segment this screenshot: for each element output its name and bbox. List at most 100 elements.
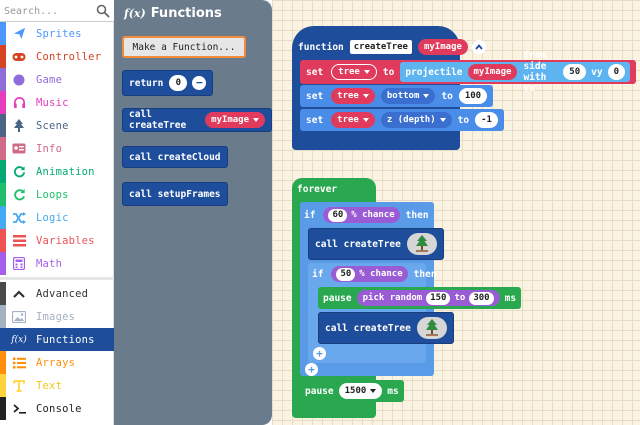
category-info[interactable]: Info <box>0 137 114 160</box>
pick-random-reporter[interactable]: pick random 150 to 300 <box>356 290 500 306</box>
category-loops[interactable]: Loops <box>0 183 114 206</box>
vx-field[interactable]: 50 <box>563 64 587 80</box>
call-createTree-statement[interactable]: call createTree <box>318 312 454 344</box>
category-label: Console <box>36 402 82 415</box>
random-max-field[interactable]: 300 <box>469 291 494 305</box>
var-dropdown[interactable]: tree <box>331 64 377 80</box>
call-createCloud-block[interactable]: call createCloud <box>122 146 228 168</box>
param-myImage[interactable]: myImage <box>417 39 468 55</box>
list-icon <box>12 234 26 248</box>
block-label: to <box>457 114 470 126</box>
id-card-icon <box>12 142 26 156</box>
block-label: call createTree <box>315 238 401 250</box>
category-label: Text <box>36 379 63 392</box>
set-projectile-block[interactable]: set tree to projectile myImage from side… <box>300 50 636 94</box>
chevron-down-icon <box>370 389 377 393</box>
if-header: if 50 % chance then <box>308 264 441 284</box>
tree-icon <box>12 118 26 133</box>
remove-value-icon[interactable]: − <box>192 76 207 90</box>
category-scene[interactable]: Scene <box>0 114 114 137</box>
block-label: pick random <box>362 293 423 303</box>
add-branch-icon[interactable]: + <box>313 347 326 360</box>
chevron-up-icon[interactable] <box>471 40 486 54</box>
category-text[interactable]: Text <box>0 374 114 397</box>
loop-icon <box>12 188 26 202</box>
block-label: then <box>413 268 437 280</box>
search-icon[interactable] <box>96 4 110 18</box>
property-dropdown[interactable]: z (depth) <box>380 112 452 128</box>
chevron-down-icon <box>362 118 369 122</box>
flyout-title: Functions <box>150 6 222 21</box>
vy-field[interactable]: 0 <box>607 64 625 80</box>
category-sprites[interactable]: Sprites <box>0 22 114 45</box>
block-label: call createCloud <box>129 151 221 163</box>
random-min-field[interactable]: 150 <box>426 291 451 305</box>
call-createTree-statement[interactable]: call createTree <box>308 228 444 260</box>
pause-duration-dropdown[interactable]: 1500 <box>338 383 383 399</box>
call-createTree-block[interactable]: call createTree myImage <box>122 108 272 132</box>
block-label: then <box>405 209 429 221</box>
block-label: call setupFrames <box>129 188 221 200</box>
block-label: ms <box>504 292 517 304</box>
function-icon: f(x) <box>124 7 146 20</box>
category-advanced[interactable]: Advanced <box>0 282 114 305</box>
category-functions[interactable]: f(x) Functions <box>0 328 114 351</box>
value-field[interactable]: -1 <box>475 112 498 128</box>
category-arrays[interactable]: Arrays <box>0 351 114 374</box>
category-controller[interactable]: Controller <box>0 45 114 68</box>
percent-field[interactable]: 60 <box>328 208 348 222</box>
block-label: if <box>304 209 316 221</box>
block-label: ms <box>387 385 399 397</box>
calculator-icon <box>12 257 26 271</box>
category-label: Logic <box>36 211 69 224</box>
category-animation[interactable]: Animation <box>0 160 114 183</box>
functions-flyout: f(x) Functions Make a Function... return… <box>114 0 272 425</box>
block-label: to <box>382 66 395 78</box>
pause-block[interactable]: pause 1500 ms <box>300 380 404 402</box>
search-input[interactable] <box>4 3 90 19</box>
block-label: projectile <box>405 66 463 78</box>
block-label: if <box>312 268 324 280</box>
image-arg[interactable]: myImage <box>467 64 518 80</box>
category-label: Sprites <box>36 27 82 40</box>
add-branch-icon[interactable]: + <box>305 363 318 376</box>
category-images[interactable]: Images <box>0 305 114 328</box>
chevron-down-icon <box>423 94 430 98</box>
category-label: Images <box>36 310 76 323</box>
projectile-reporter[interactable]: projectile myImage from side with vx 50 … <box>400 50 630 94</box>
category-logic[interactable]: Logic <box>0 206 114 229</box>
category-label: Advanced <box>36 287 89 300</box>
chance-reporter[interactable]: 50 % chance <box>331 266 408 282</box>
return-block[interactable]: return 0 − <box>122 70 214 96</box>
terminal-icon <box>12 402 26 416</box>
tree-image-thumbnail[interactable] <box>406 233 437 255</box>
return-value-field[interactable]: 0 <box>169 75 188 91</box>
category-label: Arrays <box>36 356 76 369</box>
arg-dropdown[interactable]: myImage <box>205 112 265 128</box>
var-dropdown[interactable]: tree <box>331 112 375 128</box>
tree-image-thumbnail[interactable] <box>416 317 447 339</box>
pause-random-block[interactable]: pause pick random 150 to 300 ms <box>318 287 522 309</box>
category-label: Animation <box>36 165 95 178</box>
block-label: call createTree <box>325 322 411 334</box>
percent-field[interactable]: 50 <box>336 267 356 281</box>
property-dropdown[interactable]: bottom <box>380 88 436 104</box>
function-name-field[interactable]: createTree <box>349 40 412 54</box>
var-dropdown[interactable]: tree <box>331 88 375 104</box>
value-field[interactable]: 100 <box>458 88 488 104</box>
category-console[interactable]: Console <box>0 397 114 420</box>
image-icon <box>12 310 26 324</box>
category-label: Math <box>36 257 63 270</box>
workspace-canvas[interactable]: function createTree myImage set tree to … <box>272 0 640 425</box>
category-game[interactable]: Game <box>0 68 114 91</box>
category-music[interactable]: Music <box>0 91 114 114</box>
make-function-button[interactable]: Make a Function... <box>122 36 246 58</box>
block-label: from side with vx <box>523 50 547 94</box>
category-label: Game <box>36 73 63 86</box>
category-variables[interactable]: Variables <box>0 229 114 252</box>
set-z-block[interactable]: set tree z (depth) to -1 <box>300 109 504 131</box>
chance-reporter[interactable]: 60 % chance <box>323 207 400 223</box>
call-setupFrames-block[interactable]: call setupFrames <box>122 182 228 206</box>
category-math[interactable]: Math <box>0 252 114 275</box>
set-bottom-block[interactable]: set tree bottom to 100 <box>300 85 494 107</box>
